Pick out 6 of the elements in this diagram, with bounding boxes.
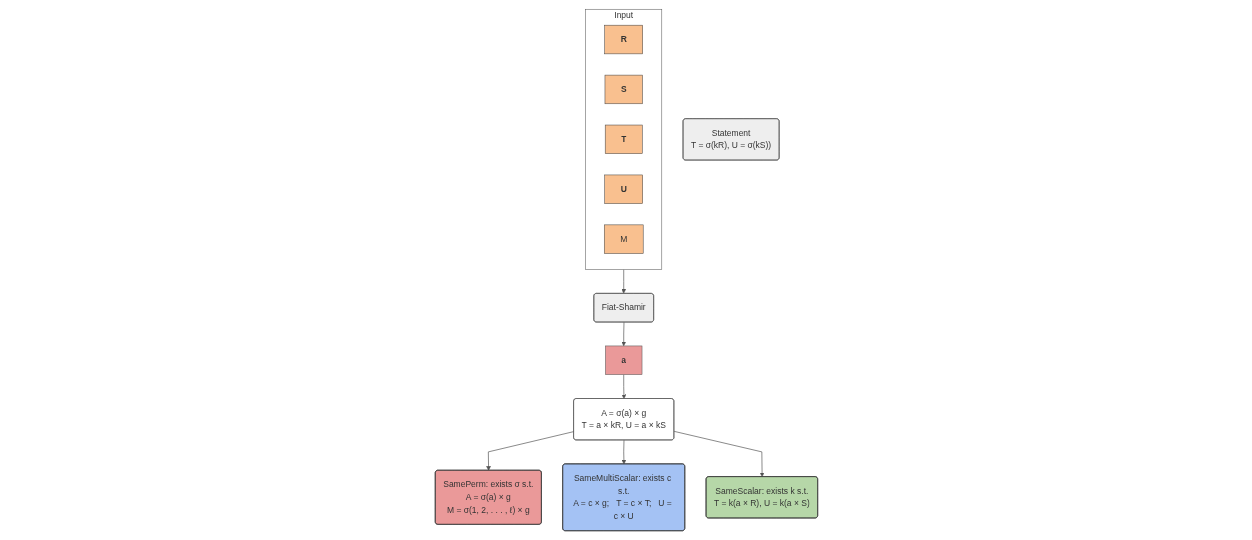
node-box: U: [604, 174, 643, 204]
node-box: R: [604, 24, 643, 55]
node-box: a: [604, 345, 642, 375]
node-box: T: [604, 124, 643, 154]
node-box: M: [603, 224, 643, 254]
node-box: S: [604, 74, 643, 105]
